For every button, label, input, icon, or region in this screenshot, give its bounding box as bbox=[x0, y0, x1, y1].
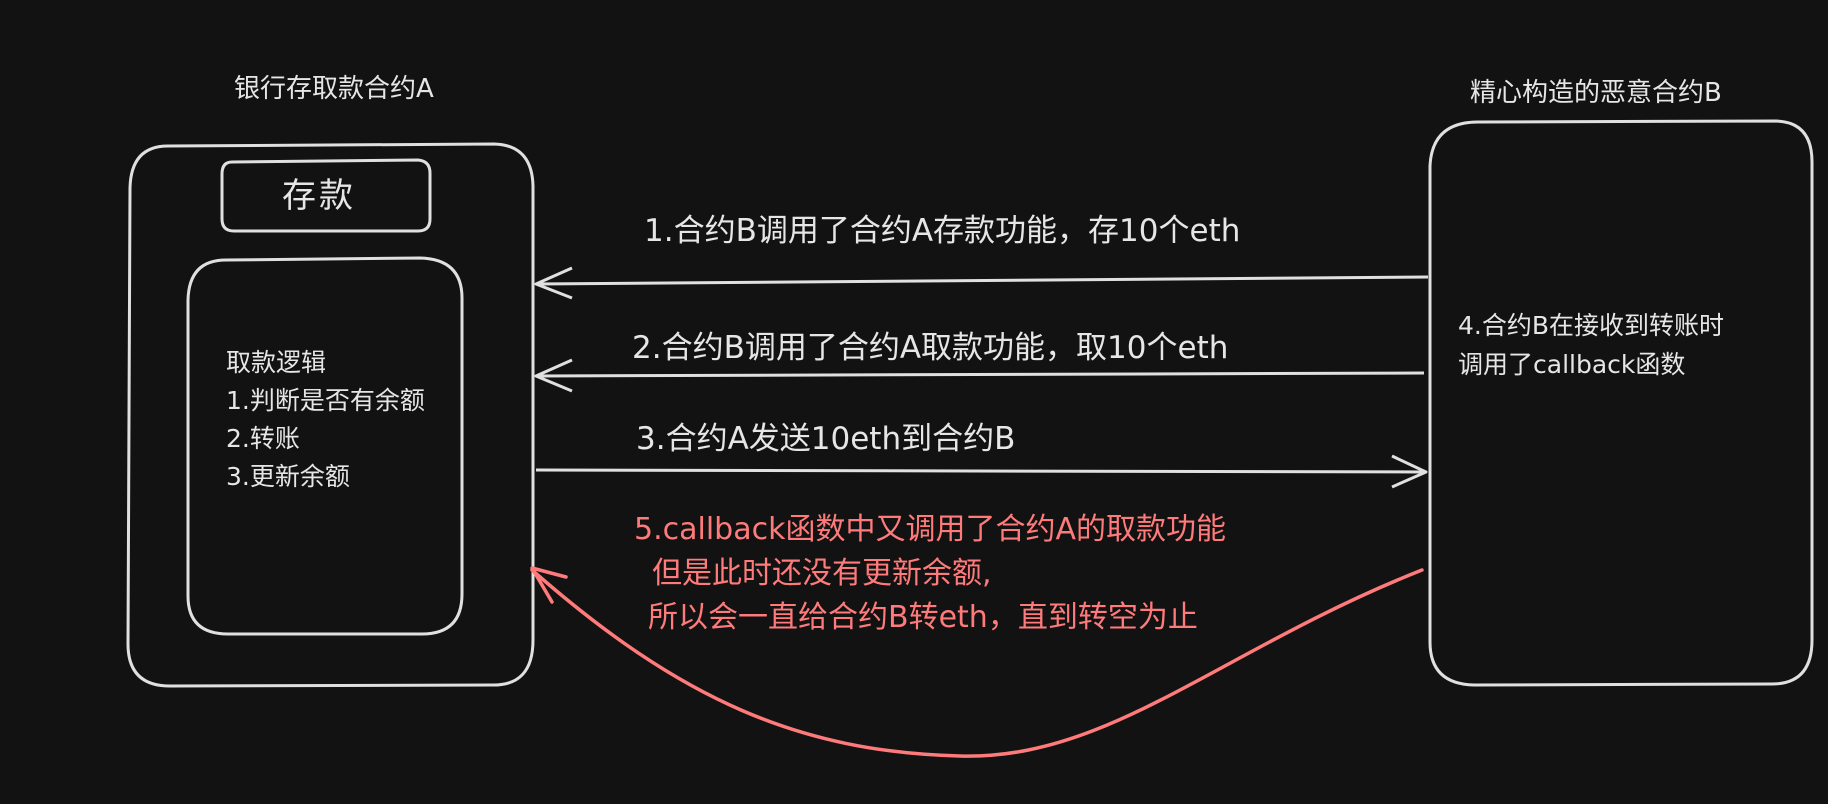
arrow-step1 bbox=[534, 266, 1429, 300]
contract-a-title: 银行存取款合约A bbox=[234, 74, 434, 104]
step5-line: 所以会一直给合约B转eth，直到转空为止 bbox=[648, 600, 1198, 635]
contract-b-box bbox=[1428, 119, 1814, 687]
arrow-step3 bbox=[535, 454, 1428, 489]
withdraw-logic-step: 2.转账 bbox=[226, 424, 300, 453]
step5-line: 5.callback函数中又调用了合约A的取款功能 bbox=[634, 512, 1226, 547]
withdraw-logic-heading: 取款逻辑 bbox=[226, 348, 327, 377]
arrow-step2 bbox=[534, 358, 1425, 393]
deposit-box bbox=[220, 158, 432, 233]
contract-a-box bbox=[126, 142, 535, 688]
withdraw-logic-box bbox=[186, 256, 464, 636]
withdraw-logic-text: 取款逻辑 1.判断是否有余额 2.转账 3.更新余额 bbox=[226, 344, 425, 496]
step5-note: 5.callback函数中又调用了合约A的取款功能 但是此时还没有更新余额, 所… bbox=[634, 508, 1226, 640]
contract-b-title: 精心构造的恶意合约B bbox=[1470, 78, 1722, 108]
step4-line: 4.合约B在接收到转账时 bbox=[1458, 311, 1725, 340]
step4-note: 4.合约B在接收到转账时 调用了callback函数 bbox=[1458, 306, 1724, 384]
arrow-step5-reentrancy bbox=[530, 566, 1424, 758]
step4-line: 调用了callback函数 bbox=[1458, 350, 1686, 379]
step5-line: 但是此时还没有更新余额, bbox=[652, 556, 992, 591]
step2-label: 2.合约B调用了合约A取款功能，取10个eth bbox=[632, 330, 1229, 366]
withdraw-logic-step: 1.判断是否有余额 bbox=[226, 386, 425, 415]
step3-label: 3.合约A发送10eth到合约B bbox=[636, 421, 1016, 457]
deposit-label: 存款 bbox=[282, 176, 356, 216]
withdraw-logic-step: 3.更新余额 bbox=[226, 462, 350, 491]
step1-label: 1.合约B调用了合约A存款功能，存10个eth bbox=[644, 213, 1241, 249]
